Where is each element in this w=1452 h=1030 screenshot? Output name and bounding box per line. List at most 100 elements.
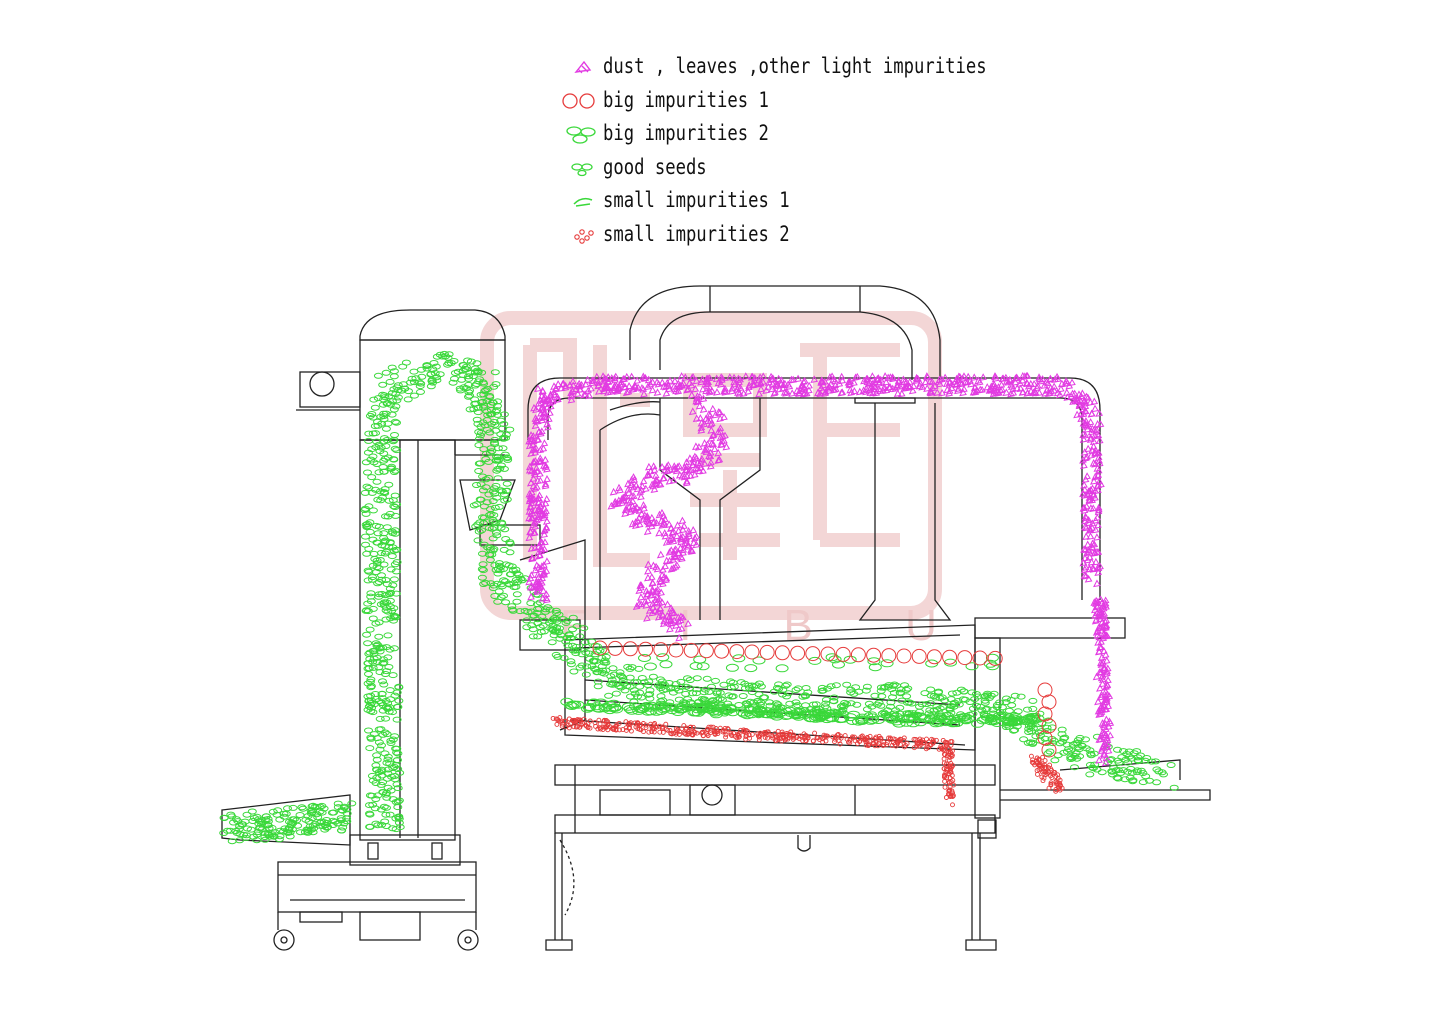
small-impurity-2-particle [587, 718, 593, 724]
light-impurity-particle [627, 372, 636, 381]
light-impurity-particle [756, 373, 764, 381]
small-impurity-2-particle [1042, 758, 1048, 764]
light-impurity-particle [534, 399, 543, 408]
light-impurity-particle [1082, 532, 1090, 541]
light-impurity-particle [1096, 684, 1104, 692]
big-impurity-1-particle [744, 644, 760, 660]
seed-particle [246, 826, 256, 833]
big-impurity-1-particle [866, 647, 882, 663]
seed-particle [374, 726, 384, 733]
light-impurity-particle [714, 378, 723, 387]
seed-particle [373, 496, 383, 503]
light-impurity-particle [1084, 444, 1092, 453]
seed-particle [1010, 727, 1020, 734]
seed-particle [492, 407, 502, 414]
small-impurity-2-particle [690, 724, 696, 730]
seed-particle [1013, 708, 1023, 715]
small-impurity-2-particle [942, 784, 948, 790]
light-impurity-particle [891, 384, 900, 393]
light-impurity-particle [916, 379, 925, 388]
small-impurity-2-particle [830, 734, 836, 740]
light-impurity-particle [714, 448, 723, 457]
light-impurity-particle [541, 461, 550, 470]
seed-particle [997, 711, 1007, 718]
small-impurity-2-particle [1040, 778, 1046, 784]
small-impurity-2-particle [649, 726, 655, 732]
seed-particle [388, 736, 398, 743]
light-impurity-particle [662, 574, 671, 583]
small-impurity-2-particle [923, 746, 929, 752]
red-dots-icon [574, 228, 594, 244]
seed-particle [683, 675, 692, 682]
small-impurity-2-particle [886, 735, 892, 741]
seed-particle [390, 445, 400, 452]
light-impurity-particle [799, 389, 808, 398]
small-impurity-2-particle [949, 773, 955, 778]
light-impurity-particle [1095, 436, 1104, 445]
seed-particle [599, 659, 609, 666]
seed-particle [481, 456, 491, 463]
seed-particle [416, 380, 426, 387]
light-impurity-particle [677, 553, 685, 561]
light-impurity-particle [1085, 565, 1094, 573]
seed-particle [487, 420, 496, 427]
light-impurity-particle [1091, 404, 1099, 413]
seed-particle [362, 550, 372, 557]
seed-particle [265, 833, 275, 840]
light-impurity-particle [676, 544, 685, 552]
seed-particle [1085, 771, 1095, 778]
light-impurity-particle [830, 376, 839, 385]
light-impurity-particle [652, 562, 660, 571]
seed-particle [375, 669, 385, 676]
seed-particle [493, 454, 503, 461]
seed-particle [512, 570, 522, 577]
light-impurity-particle [665, 548, 674, 556]
seed-particle [926, 686, 936, 693]
seed-particle [422, 363, 432, 370]
seed-particle [254, 825, 264, 831]
light-impurity-particle [1011, 378, 1020, 386]
seed-particle [478, 487, 488, 494]
seed-particle [448, 379, 458, 386]
light-impurity-particle [1089, 490, 1098, 498]
light-impurity-particle [668, 608, 677, 617]
light-impurity-particle [543, 557, 551, 566]
light-impurity-particle [542, 594, 550, 602]
light-impurity-particle [717, 440, 725, 448]
light-impurity-particle [601, 381, 610, 390]
small-impurity-2-particle [755, 731, 761, 737]
light-impurity-particle [689, 538, 698, 547]
light-impurity-particle [658, 571, 666, 579]
seed-particle [489, 419, 499, 425]
seed-particle [372, 756, 382, 763]
light-impurity-particle [998, 385, 1006, 394]
light-impurity-particle [905, 382, 914, 391]
light-impurity-particle [633, 517, 642, 525]
seed-particle [907, 700, 917, 707]
seed-particle [385, 378, 395, 385]
seed-particle [793, 685, 803, 692]
light-impurity-particle [644, 462, 653, 471]
seed-particle [374, 633, 384, 640]
small-impurity-2-particle [770, 735, 776, 741]
seed-particle [375, 648, 385, 655]
light-impurity-particle [954, 386, 962, 395]
light-impurity-particle [960, 372, 968, 380]
light-impurity-particle [668, 618, 677, 627]
big-impurity-2-particle [896, 715, 910, 724]
small-impurity-2-particle [796, 736, 802, 742]
seed-particle [1145, 777, 1154, 784]
light-impurity-particle [533, 435, 542, 444]
light-impurity-particle [1076, 409, 1085, 418]
light-impurity-particle [567, 395, 576, 404]
seed-particle [507, 563, 517, 570]
seed-particle [685, 677, 695, 683]
seed-particle [453, 368, 463, 375]
seed-particle [555, 625, 564, 632]
seed-particle [1120, 776, 1130, 783]
seed-particle [426, 370, 436, 377]
seed-particle [309, 825, 319, 832]
light-impurity-particle [1085, 526, 1094, 534]
seed-particle [877, 693, 887, 700]
